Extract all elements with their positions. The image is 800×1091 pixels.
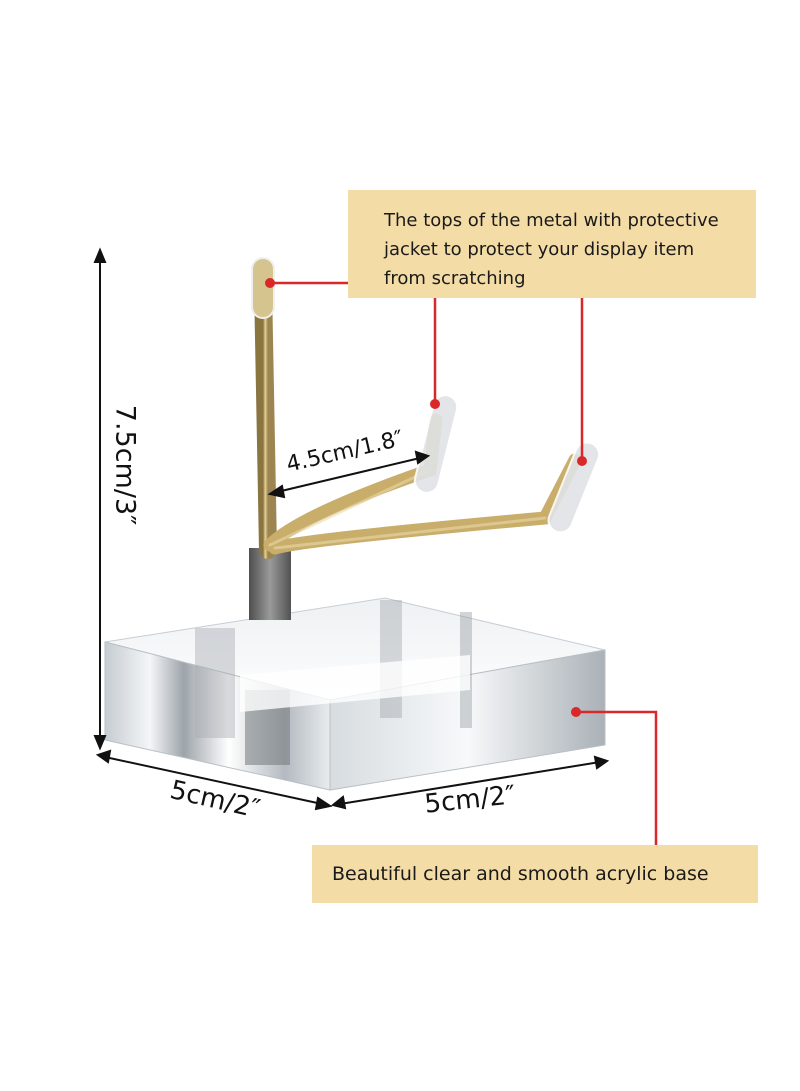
callout-line-1: The tops of the metal with protective <box>384 210 719 231</box>
acrylic-base-callout: Beautiful clear and smooth acrylic base <box>312 845 758 903</box>
brass-stand <box>254 276 582 559</box>
protective-tips <box>251 257 601 534</box>
metal-post <box>249 548 291 620</box>
acrylic-base <box>104 597 606 791</box>
tip-right <box>547 441 601 534</box>
leader-lines <box>271 281 658 845</box>
callout-line-2: jacket to protect your display item <box>384 239 695 260</box>
height-dimension-label: 7.5cm/3″ <box>109 404 141 526</box>
protective-jacket-callout: The tops of the metal with protective ja… <box>348 190 756 298</box>
dimension-arrows <box>93 247 610 811</box>
leader-dots <box>265 278 587 717</box>
tip-middle <box>413 394 459 494</box>
tip-left <box>251 257 275 319</box>
base-right-face <box>329 649 606 791</box>
callout-line-3: from scratching <box>384 268 526 289</box>
